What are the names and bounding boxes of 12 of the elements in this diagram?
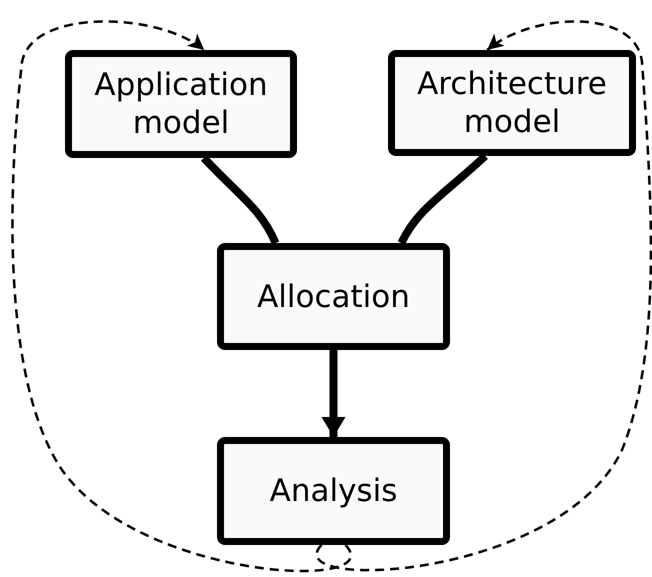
connector-line: [200, 155, 280, 245]
process-box: [388, 50, 636, 156]
box-label: Application model: [93, 66, 269, 142]
arrow: [316, 20, 652, 572]
box-label: Allocation: [257, 278, 410, 316]
box-label: Architecture model: [416, 65, 608, 141]
arrow: [322, 350, 346, 437]
connector-line: [398, 153, 488, 245]
process-box: [65, 50, 297, 158]
process-box: [217, 243, 450, 350]
box-label: Analysis: [270, 472, 398, 510]
process-box: [217, 437, 450, 545]
